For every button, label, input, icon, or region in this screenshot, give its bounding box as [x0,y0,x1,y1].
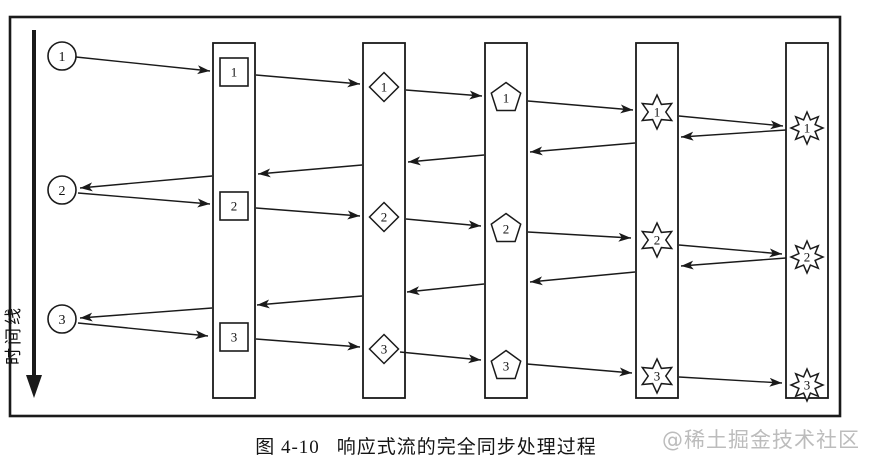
source-circle [47,175,77,205]
data-arrow [255,207,361,220]
request-arrow [680,129,787,141]
node-label: 3 [654,369,661,384]
node-star6 [640,221,674,259]
timeline-arrowhead [26,375,42,398]
source-circle [47,41,77,71]
data-arrow [77,192,211,208]
request-arrow [407,154,485,166]
request-arrow [79,307,213,322]
node-star6 [640,357,674,395]
node-star6 [640,93,674,131]
request-arrow [529,142,636,156]
source-label: 2 [59,184,66,199]
timeline-label: 时间线 [4,305,23,365]
node-star8 [789,239,825,275]
request-arrow [79,175,213,192]
data-arrow [678,376,783,387]
node-pentagon [490,212,522,243]
figure-caption: 图 4-10 响应式流的完全同步处理过程 [0,432,870,459]
request-arrow [529,271,636,286]
data-arrow [255,74,361,88]
node-square [219,57,249,87]
node-label: 3 [804,378,811,393]
source-label: 3 [59,313,66,328]
node-square [219,191,249,221]
node-label: 1 [381,80,388,95]
node-star8 [789,110,825,146]
watermark: @稀土掘金技术社区 [662,428,860,452]
data-arrow [255,338,361,351]
node-diamond [368,201,400,233]
node-label: 3 [231,330,238,345]
source-label: 1 [59,50,66,65]
node-pentagon [490,81,522,112]
figure-number: 图 4-10 [255,437,320,458]
node-label: 2 [231,199,238,214]
data-arrow [527,231,632,242]
data-arrow [77,322,209,340]
frame-border [8,15,842,418]
node-square [219,322,249,352]
node-label: 2 [381,210,388,225]
node-diamond [368,71,400,103]
node-label: 1 [654,105,661,120]
data-arrow [405,89,483,100]
request-arrow [406,283,485,296]
node-label: 1 [231,65,238,80]
data-arrow [678,244,783,258]
data-arrow [678,115,784,130]
node-star8 [789,367,825,403]
figure-title: 响应式流的完全同步处理过程 [336,437,597,458]
stage-5-star8-column [785,42,829,399]
node-label: 3 [381,342,388,357]
data-arrow [526,363,633,377]
node-diamond [368,333,400,365]
node-pentagon [490,349,522,380]
node-label: 2 [503,222,510,237]
node-label: 1 [804,121,811,136]
node-label: 3 [503,359,510,374]
data-arrow [527,100,634,114]
request-arrow [257,164,363,178]
source-circle [47,304,77,334]
node-label: 2 [804,250,811,265]
request-arrow [680,257,787,270]
node-label: 1 [503,91,510,106]
request-arrow [256,295,363,309]
node-label: 2 [654,233,661,248]
data-arrow [75,56,211,75]
data-arrow [399,351,482,364]
data-arrow [405,218,482,230]
